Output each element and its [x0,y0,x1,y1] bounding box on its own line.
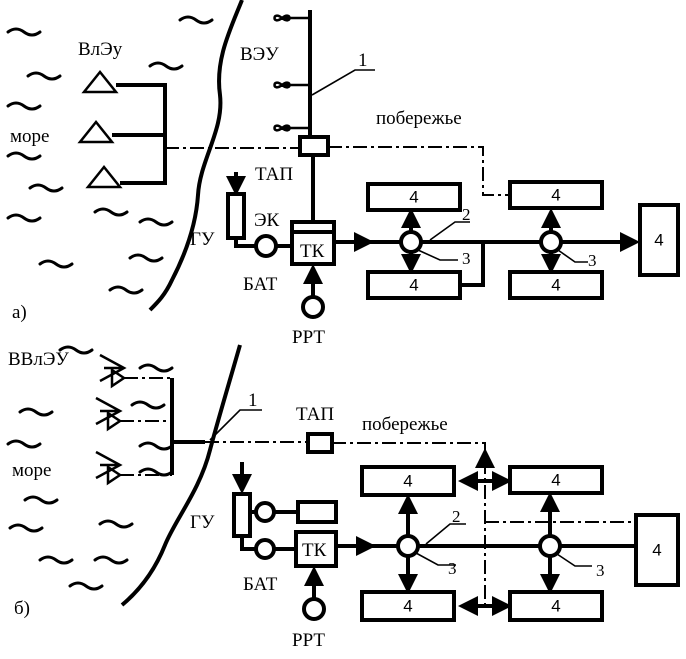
tap-label-a: ТАП [255,164,293,185]
rrt-label-b: РРТ [292,630,325,651]
generator-icon [81,69,119,94]
sea-waves-a [6,15,214,295]
line-number-b: 1 [248,390,258,411]
sea-generators-label-a: ВлЭу [78,39,123,60]
tap-box-a [298,135,330,157]
consumer-label: 4 [403,471,412,490]
node-a1 [399,230,423,254]
turbine-icon [95,450,123,486]
consumer-box-b4 [508,590,604,622]
panel-caption-a: а) [12,302,27,323]
panel-a: ВлЭу море ВЭУ 1 ТАП побережье ГУ ЭК БАТ [6,0,680,348]
consumer-label: 4 [409,275,418,294]
consumer-label: 4 [652,540,661,559]
consumer-box-b2 [508,465,604,495]
tap-label-b: ТАП [296,404,334,425]
node-b1 [396,534,420,558]
wind-label-a: ВЭУ [240,44,279,65]
aux-circle-b [254,501,276,523]
coastline-a [148,0,244,312]
rrt-circle-b [302,597,326,621]
ek-label-a: ЭК [254,210,280,231]
tk-label-a: ТК [300,241,325,262]
consumer-box-a2 [508,180,604,210]
consumer-label: 4 [403,596,412,615]
bat-label-b: БАТ [243,574,278,595]
node-number-b1: 3 [448,559,457,578]
sea-label-a: море [10,126,49,147]
generator-icon [77,119,115,144]
consumer-box-b1 [360,465,456,497]
consumer-label: 4 [551,275,560,294]
consumer-box-b3 [360,590,456,622]
node-number-a1: 3 [462,249,471,268]
node-b2 [538,534,562,558]
tap-box-b [306,432,334,454]
bat-label-a: БАТ [243,274,278,295]
generator-icon [85,164,123,189]
rrt-circle-a [301,295,325,319]
consumer-box-a3 [366,270,462,300]
consumer-label: 4 [551,185,560,204]
sea-generators-a [77,69,167,189]
turbine-icon [99,353,127,389]
turbine-icon [95,396,123,432]
underwater-turbines-b [95,353,174,486]
bat-circle-b [254,538,276,560]
wind-turbines-a [273,10,312,140]
consumer-box-b5 [634,513,680,587]
aux-box-b [296,500,338,524]
node-a2 [539,230,563,254]
consumer-box-a1 [366,182,462,212]
panel-caption-b: б) [14,598,30,619]
tk-label-b: ТК [302,540,327,561]
gu-label-b: ГУ [190,512,215,533]
consumer-label: 4 [409,187,418,206]
consumer-box-a5 [638,203,680,277]
coast-label-a: побережье [376,108,462,129]
gu-box-a [226,192,246,240]
gu-box-b [232,492,252,538]
coast-label-b: побережье [362,414,448,435]
pipe-number-a: 2 [462,205,471,224]
sea-label-b: море [12,460,51,481]
pipe-number-b: 2 [452,507,461,526]
consumer-box-a4 [508,270,604,300]
consumer-label: 4 [654,230,663,249]
sea-generators-label-b: ВВлЭУ [8,349,69,370]
line-number-a: 1 [358,50,368,71]
consumer-label: 4 [551,596,560,615]
node-number-a2: 3 [588,251,597,270]
gu-label-a: ГУ [190,229,215,250]
rrt-label-a: РРТ [292,327,325,348]
bat-circle-a [254,234,278,258]
consumer-label: 4 [551,470,560,489]
coastline-b [120,344,242,607]
sea-waves-b [6,345,174,591]
node-number-b2: 3 [596,561,605,580]
panel-b: ВВлЭУ море 1 ТАП побережье ГУ БАТ ТК РРТ [6,344,680,651]
